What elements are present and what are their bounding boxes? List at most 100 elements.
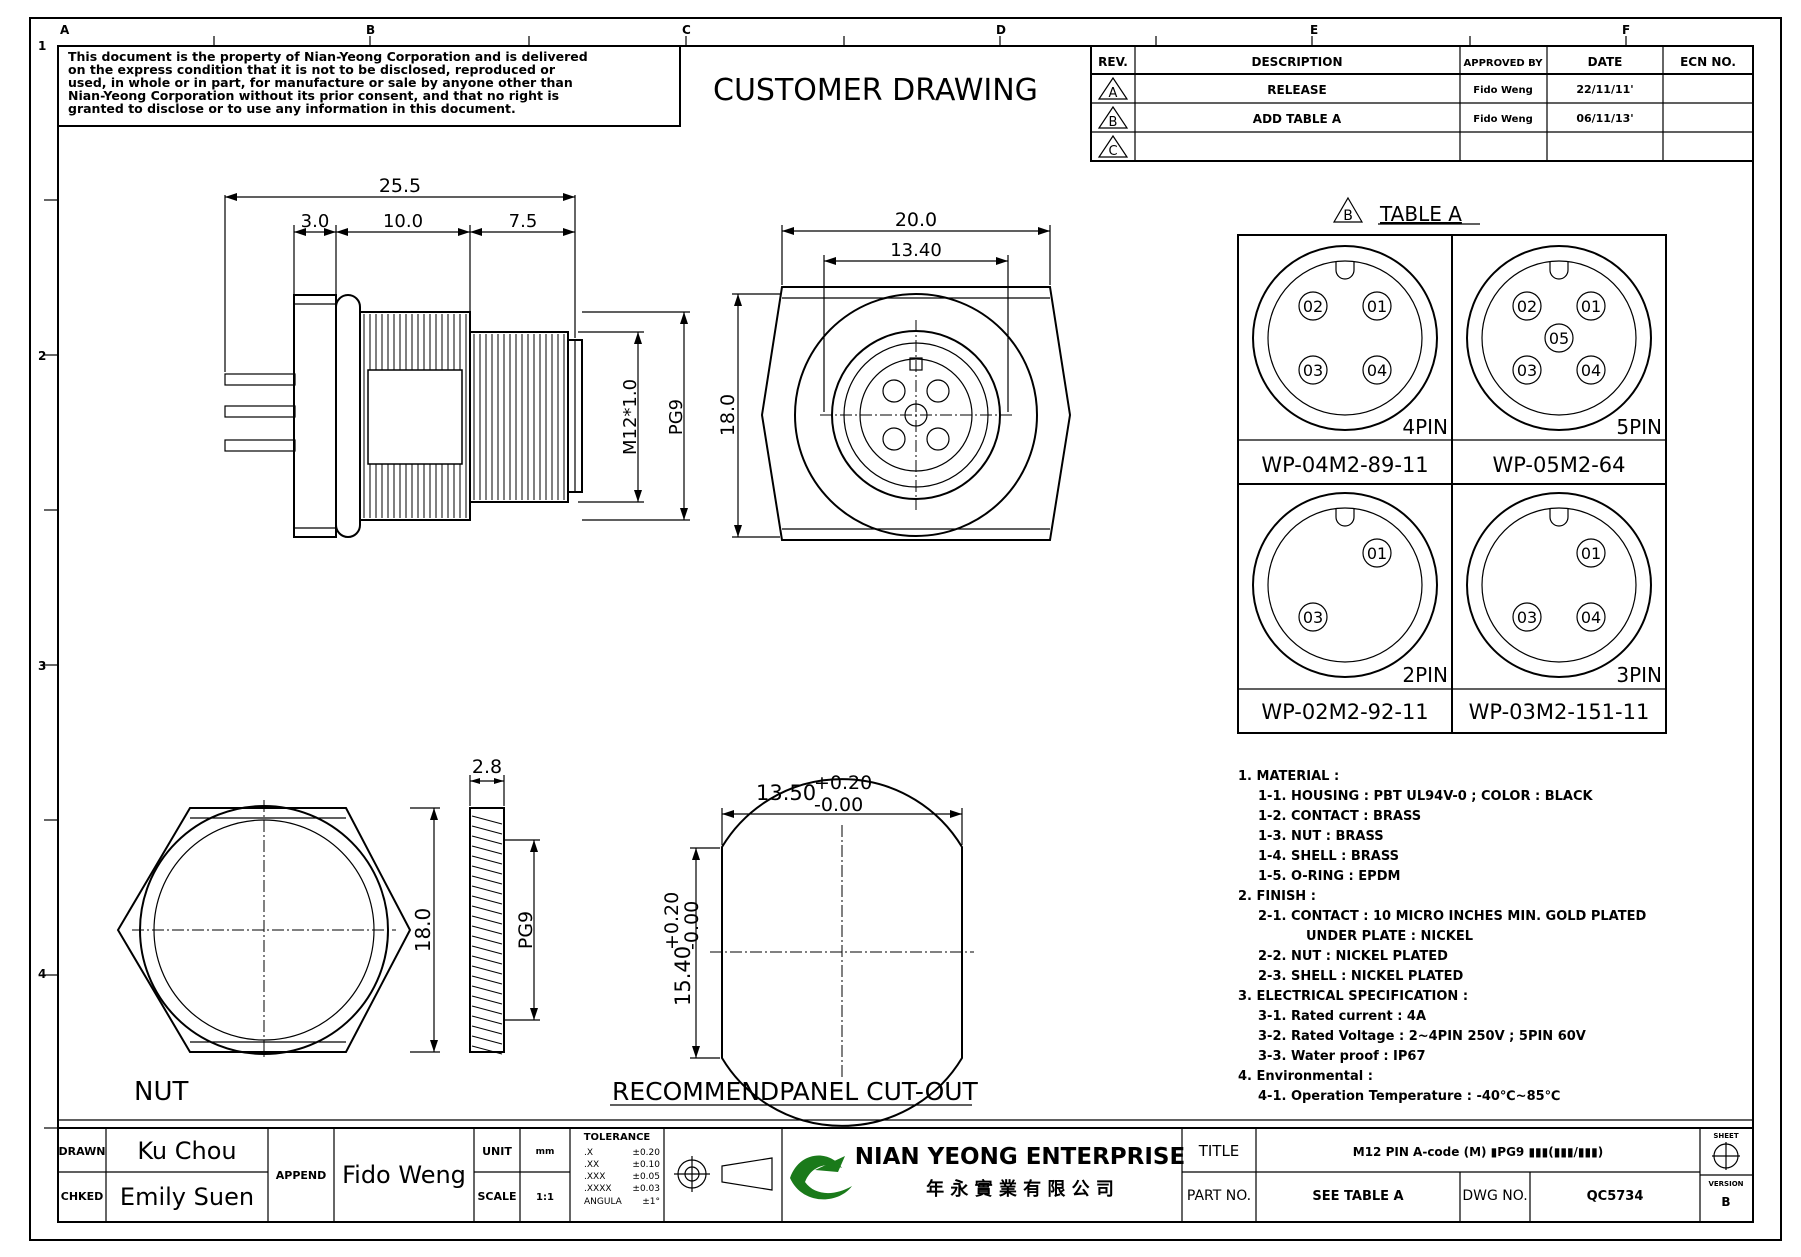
panel-cutout-view: 13.50 +0.20 -0.00 15.40 +0.20 -0.00 RECO… [610, 772, 979, 1127]
tol-value: ±0.03 [632, 1184, 660, 1194]
tol-value: ±0.05 [632, 1172, 660, 1182]
tol-key: .X [584, 1148, 593, 1158]
dwg-no-value: QC5734 [1587, 1189, 1644, 1204]
rev-b-triangle-icon [1097, 105, 1129, 129]
tol-key: .XX [584, 1160, 599, 1170]
notice-line: Nian-Yeong Corporation without its prior… [68, 88, 559, 103]
dim-front-width: 20.0 [895, 209, 937, 231]
rev-c-mark: C [1108, 144, 1117, 159]
nut-thread-line [471, 945, 503, 955]
zone-ticks [44, 36, 1627, 1129]
nut-thread-line [471, 855, 503, 865]
zone-col-b: B [366, 23, 375, 37]
flange [293, 294, 337, 538]
nut-thread-line [471, 1045, 503, 1055]
rev-c-triangle-icon [1097, 134, 1129, 158]
zone-col-e: E [1310, 23, 1318, 37]
part-no-value: SEE TABLE A [1312, 1189, 1403, 1204]
note-line: 3. ELECTRICAL SPECIFICATION : [1238, 989, 1468, 1004]
nut-thread-line [471, 975, 503, 985]
company-name-en: NIAN YEONG ENTERPRISE [855, 1144, 1185, 1170]
nut-hex [116, 807, 412, 1053]
dwg-no-label: DWG NO. [1462, 1188, 1527, 1204]
dim-cutout-height-tol-minus: -0.00 [681, 901, 703, 950]
note-line: 2-2. NUT : NICKEL PLATED [1258, 949, 1448, 964]
sheet-symbol-icon [1712, 1142, 1740, 1170]
spec-notes: 1. MATERIAL : 1-1. HOUSING : PBT UL94V-0… [1238, 769, 1646, 1104]
part-number: WP-02M2-92-11 [1261, 700, 1428, 724]
company-name-zh: 年 永 實 業 有 限 公 司 [926, 1178, 1114, 1200]
pin-lead [224, 373, 296, 386]
tol-key: .XXXX [584, 1184, 612, 1194]
checked-value: Emily Suen [120, 1183, 254, 1211]
nut-thread-line [471, 1035, 503, 1045]
dim-front-height: 18.0 [717, 394, 739, 436]
note-line: 4-1. Operation Temperature : -40℃~85℃ [1258, 1089, 1560, 1104]
drawing-type-title: CUSTOMER DRAWING [713, 73, 1038, 108]
dim-cutout-width: 13.50 [756, 781, 816, 805]
pin-count-label: 4PIN [1402, 415, 1448, 439]
nut-thread-line [471, 825, 503, 835]
pin-number: 03 [1303, 361, 1323, 380]
append-label: APPEND [276, 1169, 327, 1182]
drawn-label: DRAWN [59, 1145, 106, 1158]
nut-thread-line [471, 875, 503, 885]
approved-header: APPROVED BY [1464, 58, 1544, 69]
cutout-label: RECOMMENDPANEL CUT-OUT [612, 1077, 979, 1106]
note-line: 1. MATERIAL : [1238, 769, 1339, 784]
pin-count-label: 3PIN [1616, 663, 1662, 687]
nut-thread-line [471, 1005, 503, 1015]
revision-table: REV. DESCRIPTION APPROVED BY DATE ECN NO… [1090, 45, 1754, 162]
version-label: VERSION [1708, 1180, 1743, 1188]
pin-number: 03 [1517, 608, 1537, 627]
dim-cutout-height-tol-plus: +0.20 [661, 892, 683, 950]
note-line: 1-1. HOUSING : PBT UL94V-0 ; COLOR : BLA… [1258, 789, 1594, 804]
pin-number: 04 [1581, 608, 1601, 627]
pin-number: 02 [1517, 297, 1537, 316]
connector-side-view: 25.5 3.0 10.0 7.5 M12*1.0 PG9 [224, 175, 690, 538]
zone-col-a: A [60, 23, 70, 37]
dim-flange: 3.0 [301, 211, 330, 232]
nut-thread-line [471, 885, 503, 895]
unit-value: mm [536, 1147, 555, 1157]
pin-number: 01 [1367, 544, 1387, 563]
scale-label: SCALE [477, 1190, 516, 1203]
rev-b-triangle-icon [1332, 196, 1364, 223]
part-number: WP-05M2-64 [1492, 453, 1625, 477]
thread-lines-front [473, 334, 565, 500]
pin-number: 04 [1581, 361, 1601, 380]
hex-outline [760, 286, 1072, 541]
nut-thread-line [471, 865, 503, 875]
dim-thread-spec: M12*1.0 [620, 379, 641, 455]
zone-col-c: C [682, 23, 691, 37]
zone-row-4: 4 [38, 967, 46, 981]
table-cell-5pin: 02 01 05 03 04 5PIN WP-05M2-64 [1466, 245, 1662, 477]
nut-thread-line [471, 985, 503, 995]
dim-nut-thickness: 2.8 [472, 756, 502, 778]
checked-label: CHKED [61, 1190, 103, 1203]
dim-total-length: 25.5 [379, 175, 421, 197]
nut-view: 18.0 PG9 2.8 NUT [116, 756, 540, 1107]
nut-side [469, 807, 505, 1053]
pin-number: 03 [1303, 608, 1323, 627]
nut-thread-line [471, 905, 503, 915]
dim-nut-height: 18.0 [411, 908, 435, 953]
note-line: 4. Environmental : [1238, 1069, 1373, 1084]
pin-number: 01 [1367, 297, 1387, 316]
note-line: 3-1. Rated current : 4A [1258, 1009, 1426, 1024]
part-number: WP-03M2-151-11 [1469, 700, 1650, 724]
nut-thread-line [471, 935, 503, 945]
table-cell-3pin: 01 03 04 3PIN WP-03M2-151-11 [1466, 492, 1662, 724]
ecn-header: ECN NO. [1680, 55, 1736, 69]
version-value: B [1721, 1195, 1730, 1209]
table-a: B TABLE A 02 01 03 04 4PIN WP-04M2-89-11… [1237, 196, 1667, 734]
notice-line: granted to disclose or to use any inform… [68, 101, 516, 116]
pin-number: 04 [1367, 361, 1387, 380]
pin-lead [224, 405, 296, 418]
dim-front-inner: 13.40 [890, 240, 942, 261]
description-header: DESCRIPTION [1251, 55, 1342, 69]
table-cell-2pin: 01 03 2PIN WP-02M2-92-11 [1252, 492, 1448, 724]
nut-thread-line [471, 955, 503, 965]
title-value: M12 PIN A-code (M) ▮PG9 ▮▮▮(▮▮▮/▮▮▮) [1353, 1145, 1603, 1159]
tol-value: ±0.10 [632, 1160, 660, 1170]
